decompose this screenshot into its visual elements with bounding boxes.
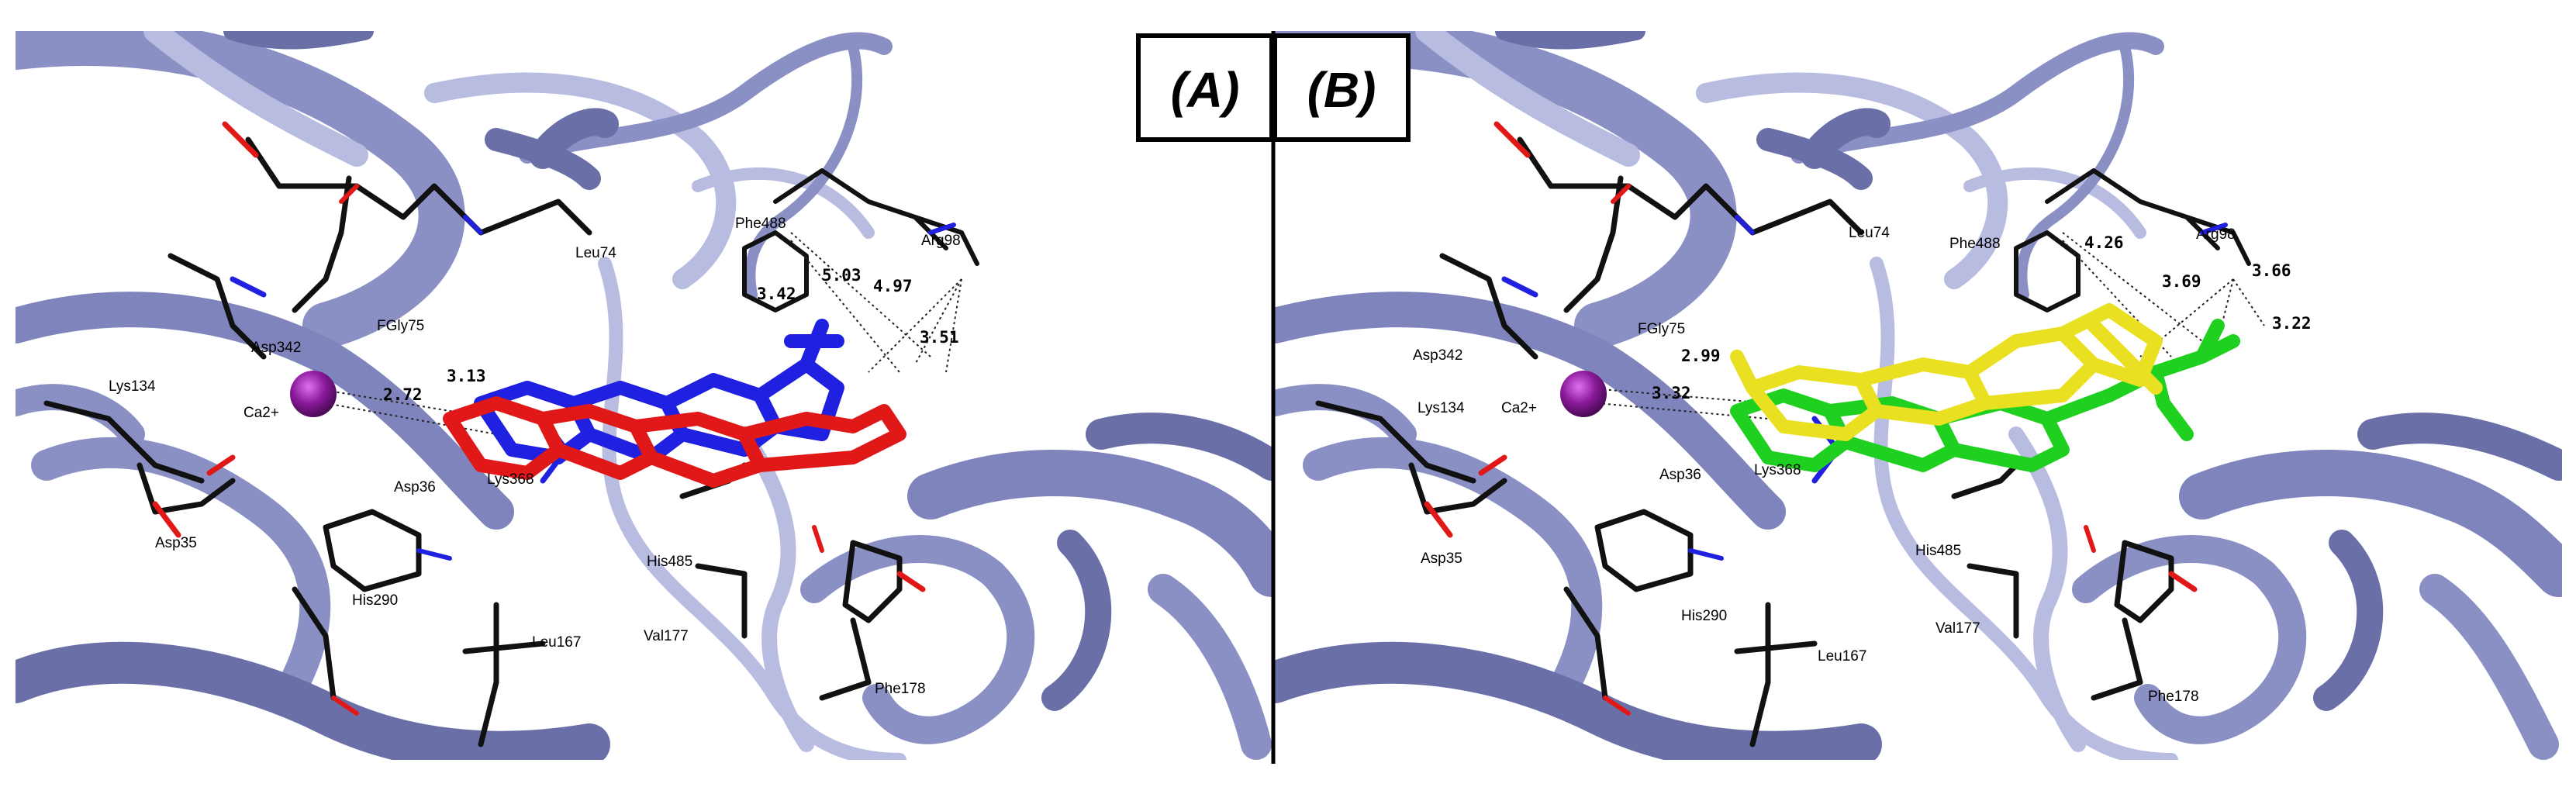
distance-label: 3.22 bbox=[2272, 314, 2312, 333]
residue-label: Phe488 bbox=[735, 216, 786, 232]
residue-label: His290 bbox=[1681, 608, 1727, 624]
residue-label: Leu167 bbox=[532, 634, 581, 651]
residue-label: Ca2+ bbox=[1501, 400, 1537, 416]
distance-label: 3.51 bbox=[920, 328, 959, 347]
residue-label: FGly75 bbox=[377, 318, 424, 334]
distance-label: 5.03 bbox=[822, 266, 862, 285]
residue-label: His485 bbox=[1915, 543, 1961, 559]
distance-label: 2.99 bbox=[1681, 347, 1721, 365]
residue-label: Arg98 bbox=[921, 233, 961, 249]
residue-label: Asp342 bbox=[1413, 347, 1462, 364]
distance-label: 3.32 bbox=[1652, 384, 1691, 402]
panel-a bbox=[16, 31, 1272, 760]
residue-label: Leu74 bbox=[575, 245, 616, 261]
residue-label: His290 bbox=[352, 592, 398, 609]
residue-label: Val177 bbox=[1935, 620, 1980, 637]
residue-label: Asp35 bbox=[155, 535, 197, 551]
distance-label: 3.66 bbox=[2252, 261, 2291, 280]
ligand-yellow bbox=[1730, 303, 2163, 441]
panel-label-b: (B) bbox=[1307, 62, 1376, 118]
residue-label: Lys368 bbox=[487, 471, 534, 488]
ligand-green bbox=[1730, 319, 2240, 472]
residue-label: Phe178 bbox=[2148, 689, 2199, 705]
residue-label: Phe488 bbox=[1949, 236, 2001, 252]
distance-labels-a: 3.13 2.72 5.03 4.97 3.42 3.51 bbox=[383, 266, 959, 404]
residue-label: Asp36 bbox=[394, 479, 436, 495]
distance-labels-b: 4.26 3.69 3.66 3.22 2.99 3.32 bbox=[1652, 233, 2312, 402]
residue-label: Lys134 bbox=[1417, 400, 1465, 416]
residue-label: Asp36 bbox=[1659, 467, 1701, 483]
calcium-ion bbox=[290, 371, 337, 417]
residue-labels-a: Leu74 Phe488 Arg98 FGly75 Asp342 Lys134 … bbox=[109, 216, 961, 697]
distance-label: 3.69 bbox=[2162, 272, 2201, 291]
residue-sticks bbox=[1315, 121, 2251, 747]
residue-label: Leu74 bbox=[1849, 225, 1890, 241]
hydrogen-bonds bbox=[309, 232, 962, 435]
residue-label: Asp342 bbox=[251, 340, 301, 356]
distance-label: 3.13 bbox=[447, 367, 486, 385]
distance-label: 4.97 bbox=[873, 277, 913, 295]
residue-labels-b: Leu74 Phe488 Arg98 FGly75 Asp342 Lys134 … bbox=[1413, 225, 2236, 705]
residue-label: Asp35 bbox=[1421, 551, 1462, 567]
residue-label: Val177 bbox=[644, 628, 689, 644]
residue-label: His485 bbox=[647, 554, 692, 570]
residue-label: FGly75 bbox=[1638, 321, 1685, 337]
residue-label: Leu167 bbox=[1818, 648, 1866, 665]
distance-label: 2.72 bbox=[383, 385, 423, 404]
panel-label-a-box: (A) bbox=[1136, 33, 1274, 142]
panel-label-a: (A) bbox=[1171, 62, 1240, 118]
panel-label-b-box: (B) bbox=[1272, 33, 1411, 142]
residue-label: Arg98 bbox=[2196, 226, 2236, 243]
panel-b bbox=[1275, 31, 2562, 760]
ligand-red bbox=[443, 396, 906, 488]
distance-label: 3.42 bbox=[757, 285, 796, 303]
residue-label: Phe178 bbox=[875, 681, 926, 697]
residue-label: Lys368 bbox=[1754, 462, 1801, 478]
calcium-ion bbox=[1560, 371, 1607, 417]
distance-label: 4.26 bbox=[2084, 233, 2124, 252]
residue-label: Lys134 bbox=[109, 378, 156, 395]
residue-label: Ca2+ bbox=[243, 405, 279, 421]
